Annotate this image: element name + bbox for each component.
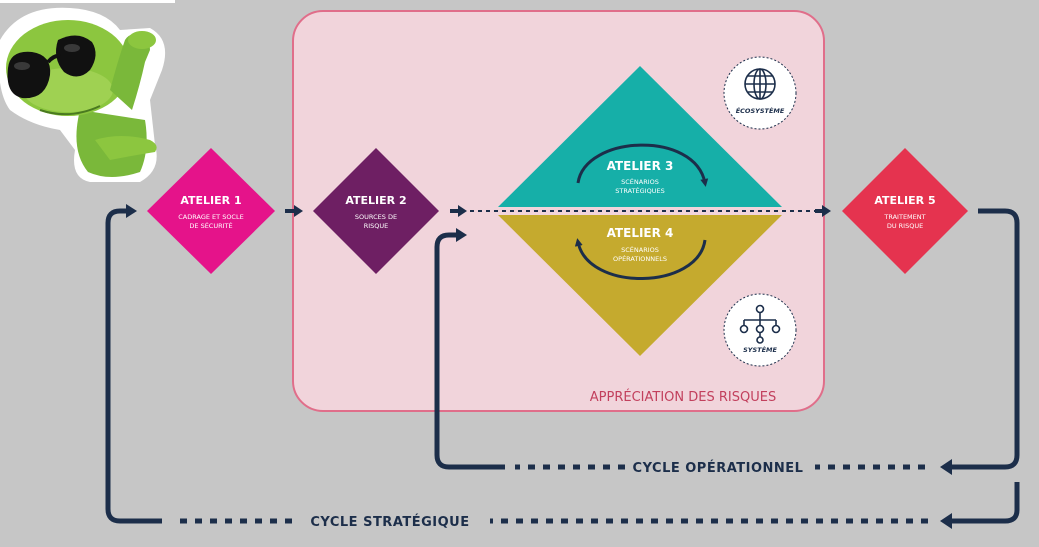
atelier-2-shape (313, 148, 439, 274)
zone-label: APPRÉCIATION DES RISQUES (590, 389, 776, 405)
svg-text:CADRAGE ET SOCLE: CADRAGE ET SOCLE (178, 213, 243, 221)
svg-text:ATELIER 2: ATELIER 2 (345, 194, 406, 207)
svg-text:TRAITEMENT: TRAITEMENT (883, 213, 925, 221)
cycle-arrow-bottom-icon (574, 238, 707, 280)
svg-text:ATELIER 1: ATELIER 1 (180, 194, 241, 207)
cycle-arrow-top-icon (576, 143, 709, 187)
network-icon (739, 304, 781, 344)
atelier-2-label: ATELIER 2 SOURCES DE RISQUE (345, 194, 406, 230)
system-badge: SYSTÈME (723, 293, 797, 367)
strategic-cycle-label: CYCLE STRATÉGIQUE (310, 514, 469, 530)
operational-cycle-label: CYCLE OPÉRATIONNEL (633, 460, 804, 476)
svg-text:STRATÉGIQUES: STRATÉGIQUES (615, 186, 664, 195)
svg-text:DE SÉCURITÉ: DE SÉCURITÉ (189, 221, 232, 230)
atelier-3-label: ATELIER 3 SCÉNARIOS STRATÉGIQUES (607, 159, 674, 195)
atelier-5-shape (842, 148, 968, 274)
svg-text:ÉCOSYSTÈME: ÉCOSYSTÈME (736, 106, 785, 115)
svg-text:SCÉNARIOS: SCÉNARIOS (621, 245, 659, 254)
atelier-4-shape (498, 215, 782, 356)
svg-text:ATELIER 4: ATELIER 4 (607, 226, 674, 240)
atelier-1-shape (147, 148, 275, 274)
svg-text:RISQUE: RISQUE (364, 222, 389, 230)
svg-text:ATELIER 3: ATELIER 3 (607, 159, 674, 173)
strategic-cycle-left (105, 208, 162, 524)
operational-cycle-right (950, 208, 1020, 470)
svg-text:ATELIER 5: ATELIER 5 (874, 194, 935, 207)
svg-text:OPÉRATIONNELS: OPÉRATIONNELS (613, 254, 667, 263)
strategic-cycle-right (950, 482, 1020, 524)
top-border (0, 0, 175, 3)
frog-with-sunglasses-icon (0, 7, 165, 182)
svg-text:SYSTÈME: SYSTÈME (743, 345, 777, 354)
atelier-4-label: ATELIER 4 SCÉNARIOS OPÉRATIONNELS (607, 226, 674, 263)
svg-text:SCÉNARIOS: SCÉNARIOS (621, 177, 659, 186)
svg-text:SOURCES DE: SOURCES DE (355, 213, 397, 221)
svg-text:DU RISQUE: DU RISQUE (887, 222, 923, 230)
atelier-1-label: ATELIER 1 CADRAGE ET SOCLE DE SÉCURITÉ (178, 194, 243, 230)
operational-cycle-left (434, 232, 505, 470)
ecosystem-badge: ÉCOSYSTÈME (723, 56, 797, 130)
atelier-5-label: ATELIER 5 TRAITEMENT DU RISQUE (874, 194, 935, 230)
atelier-3-shape (498, 66, 782, 207)
globe-icon (744, 68, 776, 100)
